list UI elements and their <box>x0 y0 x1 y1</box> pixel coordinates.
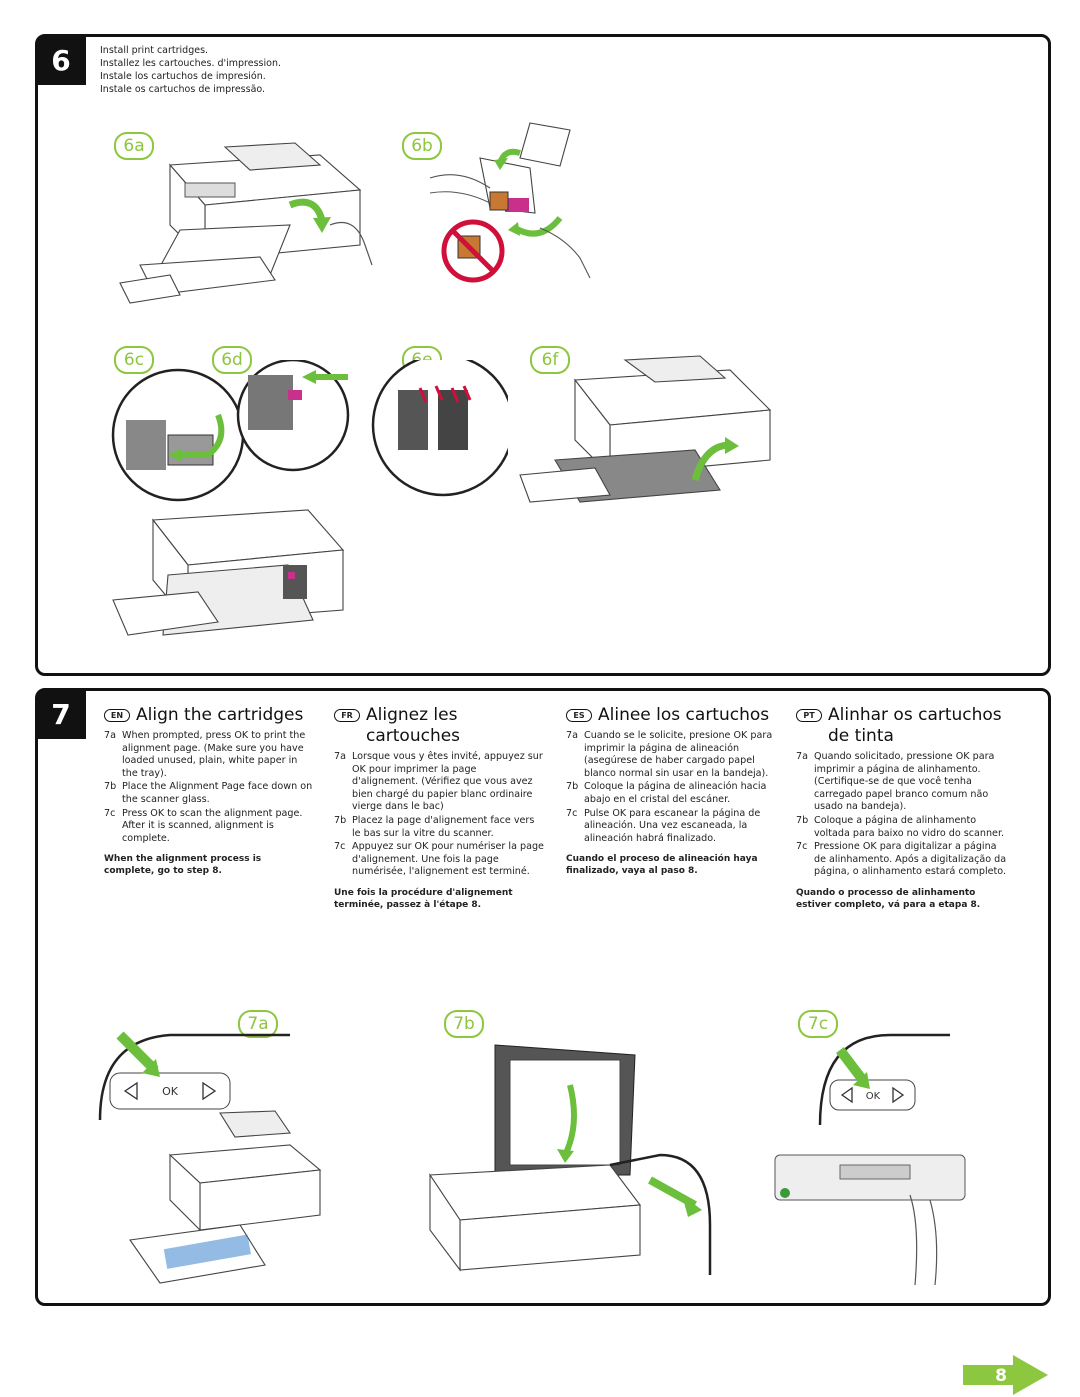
print-alignment-page-illustration: OK <box>98 1031 322 1284</box>
label-6a: 6a <box>114 132 154 160</box>
next-step-arrow-icon[interactable]: 8 <box>963 1355 1049 1395</box>
instruction-es: Instale los cartuchos de impresión. <box>100 71 266 82</box>
label-7a: 7a <box>238 1010 278 1038</box>
completion-note: When the alignment process is complete, … <box>104 854 262 877</box>
language-badge: ES <box>566 709 592 722</box>
label-7b: 7b <box>444 1010 484 1038</box>
printer-close-door-illustration <box>519 355 772 503</box>
section-title: Alignez les cartouches <box>366 705 461 746</box>
printer-open-door-illustration <box>119 142 373 304</box>
instruction-en: Install print cartridges. <box>100 45 209 56</box>
instruction-pt: Instale os cartuchos de impressão. <box>100 84 266 95</box>
control-panel-ok-illustration: OK <box>774 1033 966 1286</box>
completion-note: Une fois la procédure d'alignement termi… <box>334 887 513 910</box>
label-7c: 7c <box>798 1010 838 1038</box>
language-badge: FR <box>334 709 360 722</box>
label-6d: 6d <box>212 346 252 374</box>
left-arrow-icon <box>123 1081 217 1101</box>
next-step-label: 8 <box>995 1366 1007 1386</box>
label-6b: 6b <box>402 132 442 160</box>
svg-text:OK: OK <box>866 1091 881 1102</box>
label-6f: 6f <box>530 346 570 374</box>
section-title: Alinee los cartuchos <box>598 705 770 725</box>
completion-note: Cuando el proceso de alineación haya fin… <box>566 854 758 877</box>
step-7-number: 7 <box>36 689 86 739</box>
scan-alignment-page-illustration <box>429 1044 712 1275</box>
no-symbol-icon <box>441 219 505 283</box>
step-6-instructions: Install print cartridges. Installez les … <box>100 44 281 96</box>
section-title: Alinhar os cartuchos de tinta <box>828 705 1002 746</box>
language-badge: PT <box>796 709 822 722</box>
completion-note: Quando o processo de alinhamento estiver… <box>796 887 981 910</box>
instruction-fr: Installez les cartouches. d'impression. <box>100 58 281 69</box>
section-title: Align the cartridges <box>136 705 304 725</box>
language-badge: EN <box>104 709 130 722</box>
step-6-number: 6 <box>36 35 86 85</box>
cartridge-tape-removal-illustration <box>429 122 591 279</box>
cartridge-install-illustration <box>111 360 508 636</box>
ok-button-icon: OK <box>162 1085 179 1098</box>
label-6c: 6c <box>114 346 154 374</box>
